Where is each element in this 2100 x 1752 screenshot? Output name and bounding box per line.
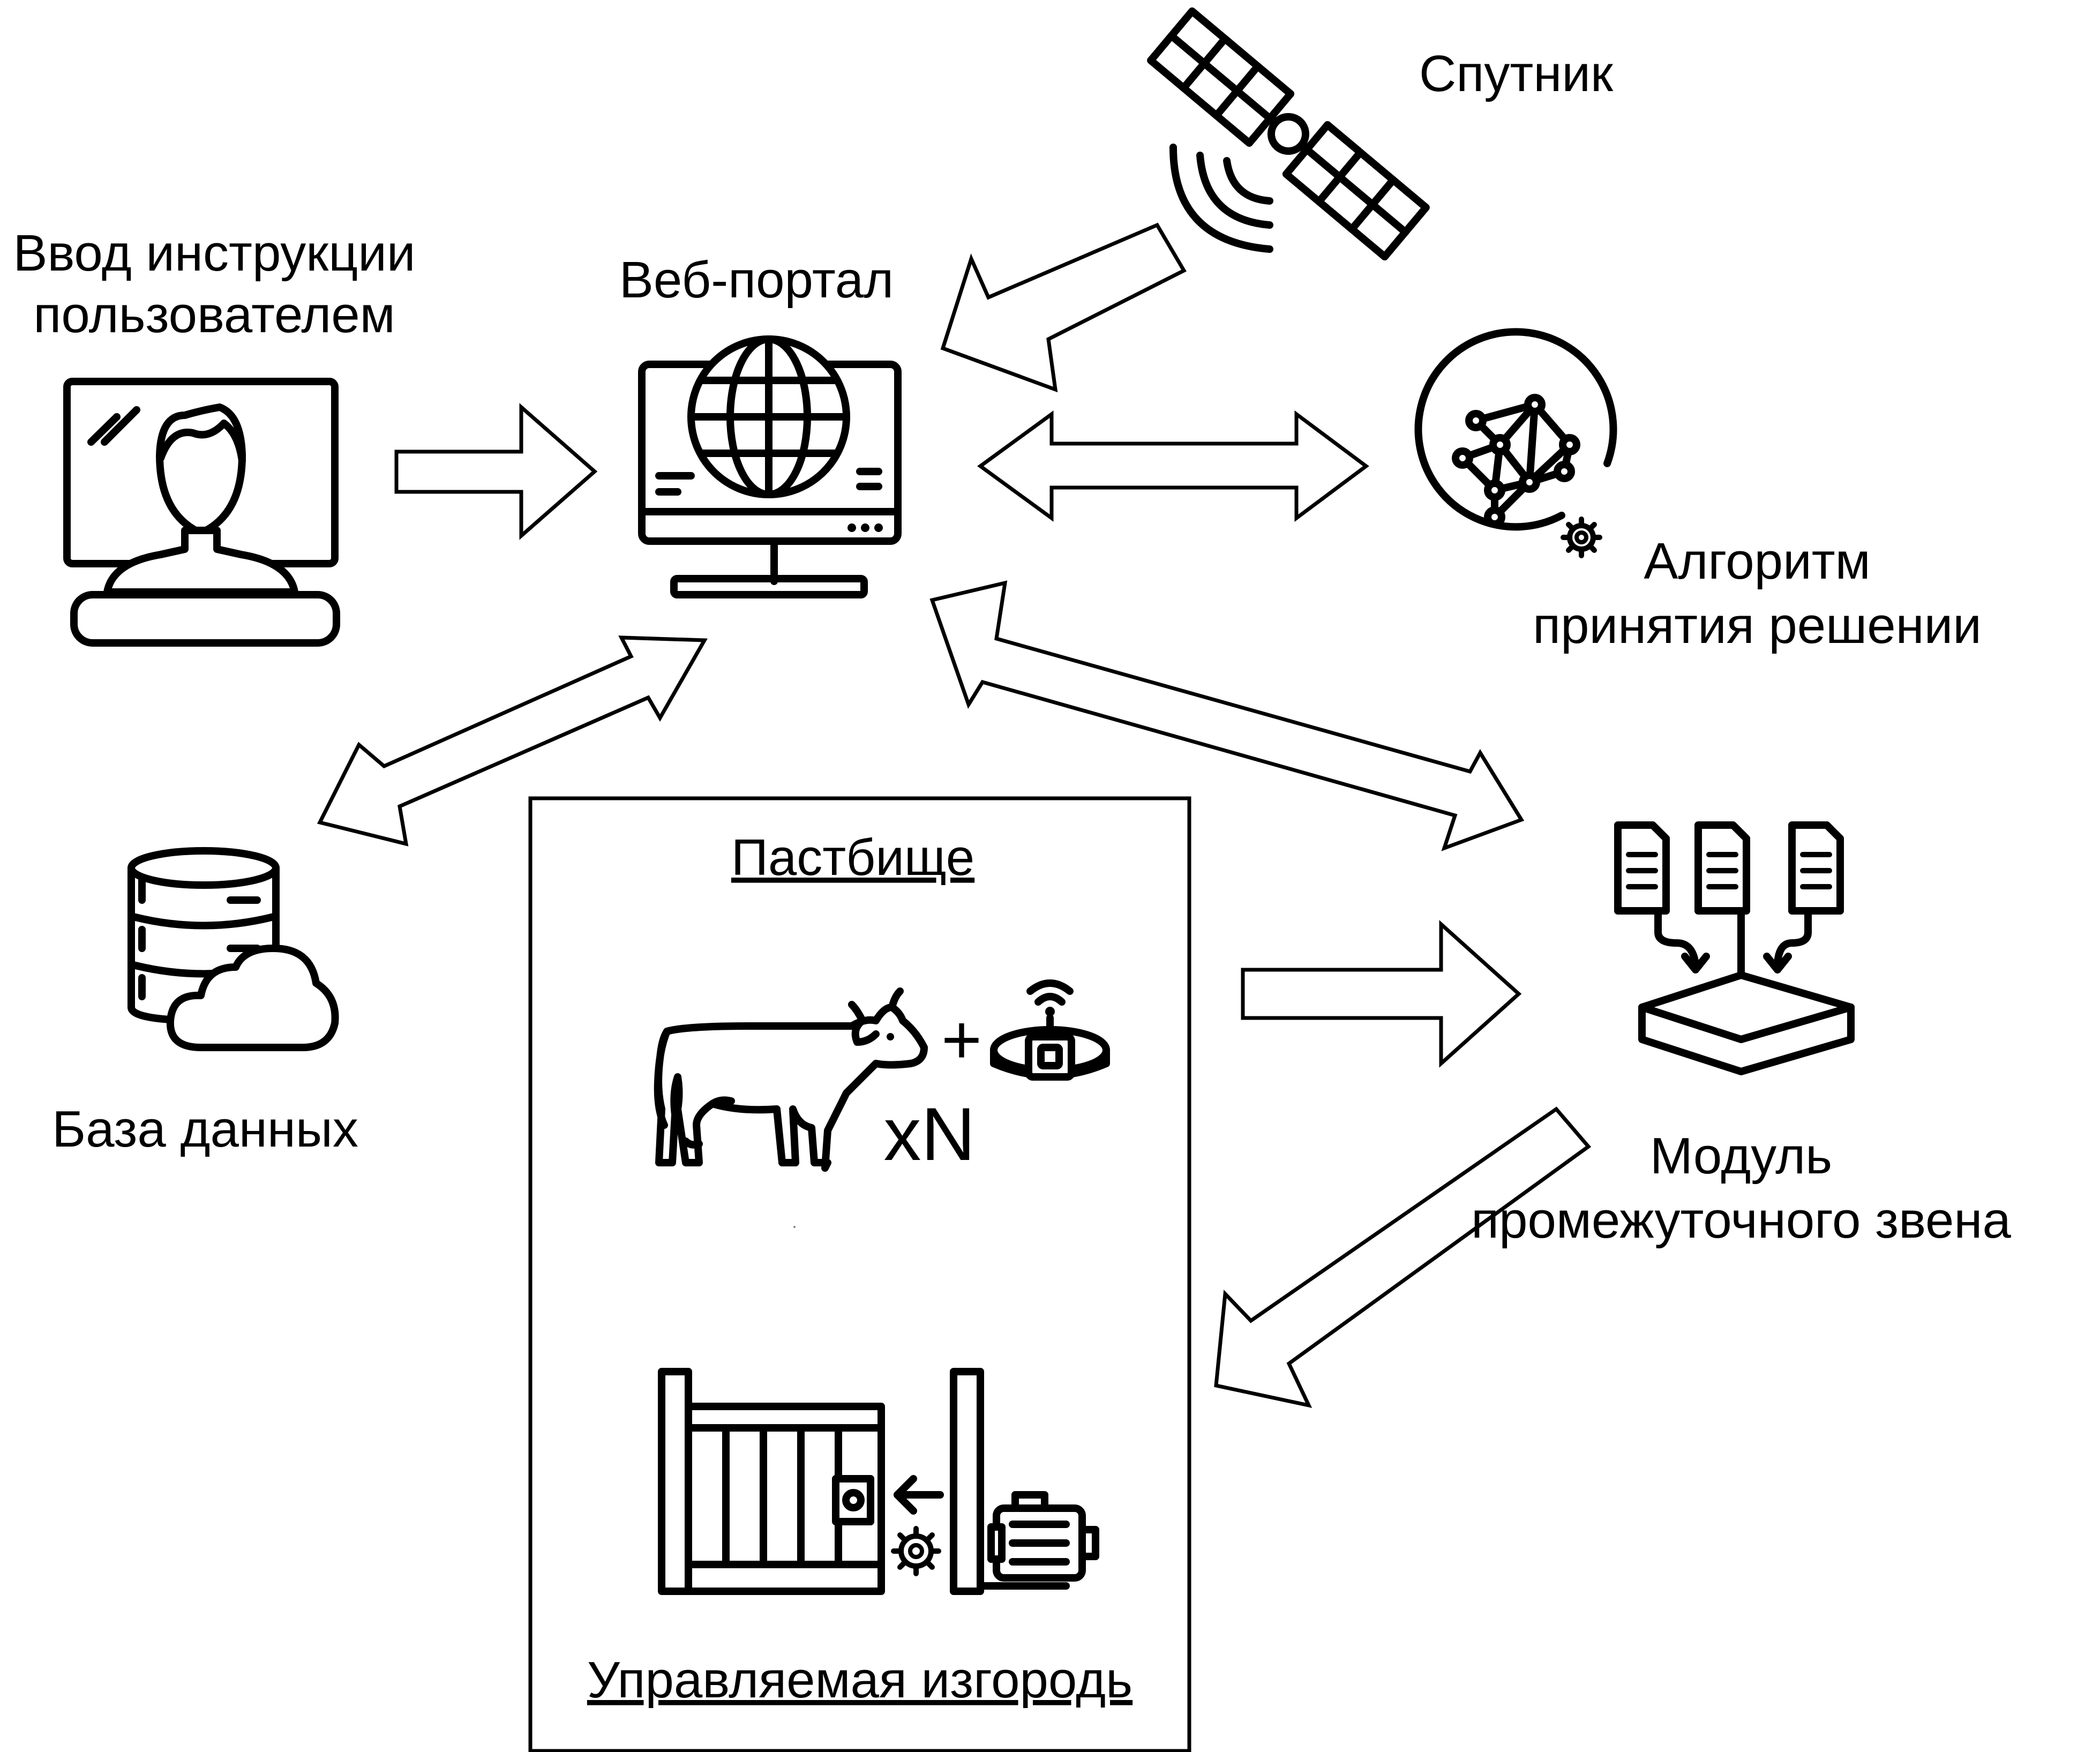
plus-sign: + [941,1000,982,1079]
arrows [320,225,1588,1405]
web-portal-label: Веб-портал [619,251,894,309]
globe-monitor-icon [642,339,898,595]
database-cloud-icon [131,851,335,1047]
satellite-label: Спутник [1419,45,1614,102]
documents-merge-icon [1618,825,1851,1072]
database-label: База данных [52,1100,358,1158]
middleware-label-line1: Модуль [1650,1127,1832,1185]
algorithm-label-line1: Алгоритм [1644,533,1870,590]
stray-dot [793,1226,796,1228]
automated-gate-icon [662,1372,1096,1591]
user-at-computer-icon [67,381,336,643]
user-input-label-line2: пользователем [33,286,395,343]
arrow-satellite-to-portal [943,225,1184,390]
neural-network-icon [1418,332,1613,556]
user-input-label-line1: Ввод инструкции [13,224,415,282]
motor-icon [980,1495,1096,1586]
herd-multiplier: xN [883,1092,975,1176]
arrow-pasture-to-middleware [1243,924,1519,1064]
arrow-middleware-to-fence [1216,1109,1588,1405]
arrow-portal-database [320,638,704,844]
satellite-icon [1151,11,1426,257]
gps-collar-icon [994,983,1106,1077]
arrow-user-to-portal [396,407,595,536]
fence-label: Управляемая изгородь [587,1651,1132,1709]
middleware-label-line2: промежуточного звена [1471,1192,2011,1249]
pasture-frame [530,798,1189,1751]
algorithm-label-line2: принятия решении [1533,597,1982,654]
pasture-title: Пастбище [731,829,974,886]
arrow-portal-middleware [932,583,1521,848]
arrow-portal-algorithm [980,414,1366,518]
